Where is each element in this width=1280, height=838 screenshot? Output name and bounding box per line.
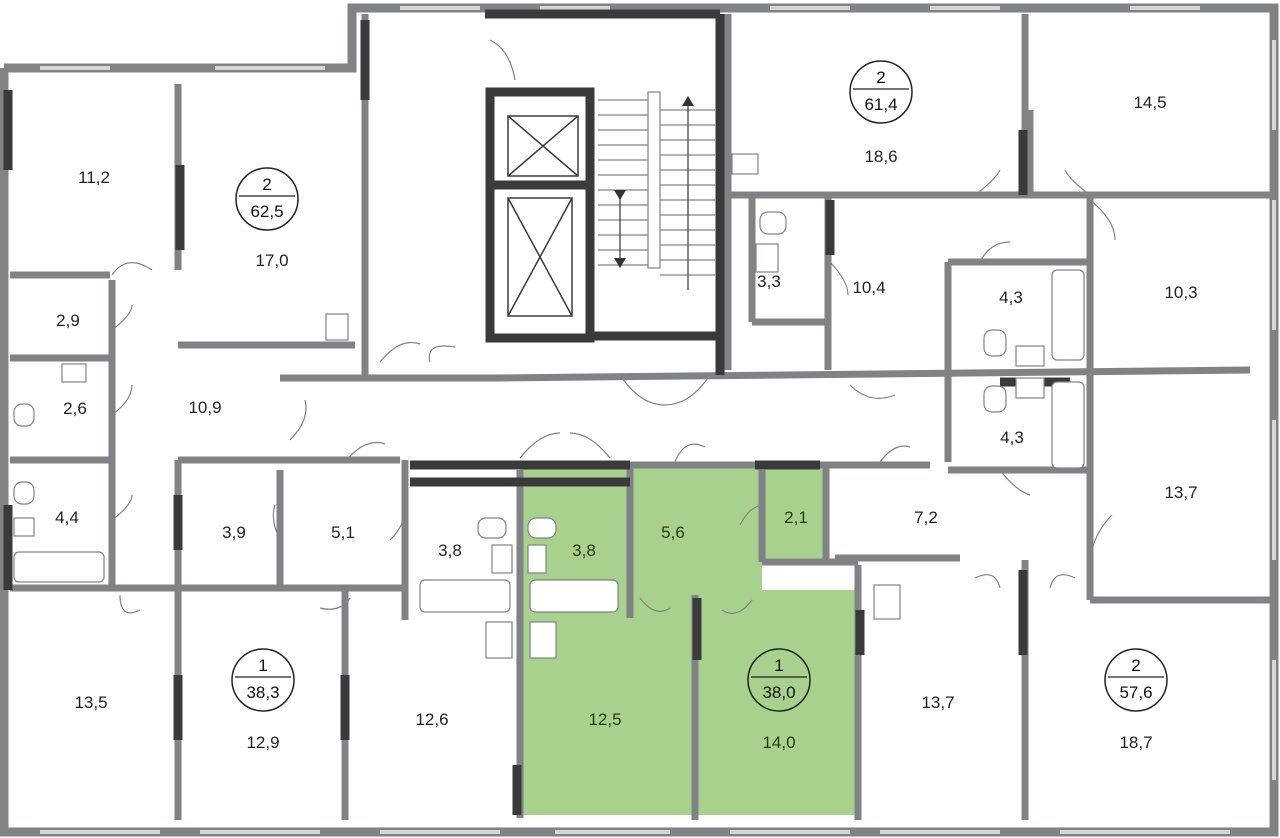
interior-walls [10,14,1270,820]
room-area: 2,6 [63,399,87,418]
room-area: 5,6 [661,523,685,542]
apartment-area: 57,6 [1119,683,1152,702]
apartment-rooms: 2 [262,175,271,194]
apartment-badge-apt-c[interactable]: 1 38,3 [231,648,295,712]
apartment-area: 38,3 [246,683,279,702]
room-area: 13,5 [74,693,107,712]
apartment-area: 62,5 [250,202,283,221]
apartment-rooms: 2 [1131,656,1140,675]
room-area: 13,7 [921,693,954,712]
room-area: 11,2 [78,168,110,187]
exterior-walls [0,3,1279,837]
room-area: 10,3 [1164,283,1197,302]
room-area: 3,9 [222,523,246,542]
room-area: 10,9 [188,398,221,417]
room-area: 12,5 [588,710,621,729]
bath-fixtures [13,153,1085,659]
room-labels: 11,2 17,0 2,9 2,6 10,9 4,4 3,9 5,1 3,8 3… [55,93,1197,752]
apartment-rooms: 2 [876,68,885,87]
room-area: 7,2 [914,508,938,527]
room-area: 12,6 [415,710,448,729]
room-area: 3,3 [757,272,781,291]
apartment-badge-apt-d[interactable]: 1 38,0 [747,648,811,712]
room-area: 4,3 [1000,428,1024,447]
room-area: 4,3 [999,288,1023,307]
room-area: 5,1 [331,523,355,542]
room-area: 3,8 [438,541,462,560]
room-area: 18,6 [864,147,897,166]
room-area: 10,4 [852,278,885,297]
room-area: 14,5 [1133,93,1166,112]
apartment-badge-apt-e[interactable]: 2 57,6 [1104,648,1168,712]
elevator-shafts [507,115,579,317]
apartment-rooms: 1 [258,656,267,675]
apartment-badge-apt-a[interactable]: 2 62,5 [235,167,299,231]
apartment-rooms: 1 [774,656,783,675]
room-area: 17,0 [255,251,288,270]
apartment-area: 61,4 [864,95,897,114]
highlighted-apartment[interactable] [520,468,858,815]
room-area: 14,0 [762,733,795,752]
room-area: 13,7 [1164,483,1197,502]
apartment-area: 38,0 [762,683,795,702]
structural-walls [3,9,1070,815]
windows [40,6,1276,834]
room-area: 18,7 [1119,733,1152,752]
staircase [598,91,715,290]
room-area: 4,4 [55,508,79,527]
room-area: 12,9 [246,733,279,752]
room-area: 2,9 [56,311,80,330]
room-area: 3,8 [572,541,596,560]
room-area: 2,1 [784,508,808,527]
apartment-badge-apt-b[interactable]: 2 61,4 [849,60,913,124]
door-swings [111,39,1116,614]
